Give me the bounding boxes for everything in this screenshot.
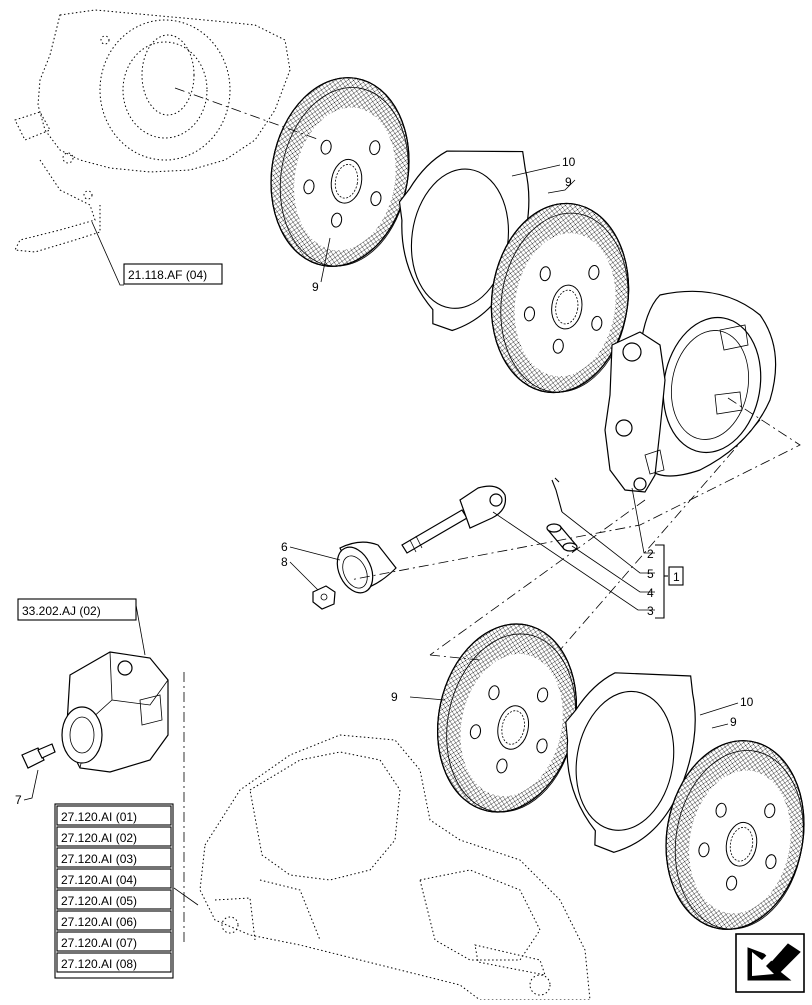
ref-box-top[interactable]: 21.118.AF (04) [123,263,223,285]
ref-item-8[interactable]: 27.120.AI (08) [56,952,172,973]
ref-list: 27.120.AI (01) 27.120.AI (02) 27.120.AI … [54,803,174,979]
svg-text:27.120.AI (04): 27.120.AI (04) [61,873,137,887]
svg-text:27.120.AI (03): 27.120.AI (03) [61,852,137,866]
friction-disc-9-top [257,67,426,278]
callout-9: 9 [312,280,319,294]
callout-1: 1 [673,570,680,584]
callout-5: 5 [647,567,654,581]
callout-10: 10 [562,155,576,169]
callout-2: 2 [647,547,654,561]
ref-item-6[interactable]: 27.120.AI (06) [56,910,172,931]
svg-text:27.120.AI (06): 27.120.AI (06) [61,915,137,929]
bolt-7 [21,743,56,769]
ref-item-3[interactable]: 27.120.AI (03) [56,847,172,868]
nut-8 [312,585,336,610]
callout-8: 8 [281,555,288,569]
svg-text:27.120.AI (01): 27.120.AI (01) [61,810,137,824]
brake-valve-block [61,651,169,773]
ref-item-7[interactable]: 27.120.AI (07) [56,931,172,952]
next-page-arrow-icon[interactable] [735,933,805,993]
svg-text:27.120.AI (05): 27.120.AI (05) [61,894,137,908]
rear-axle-housing-top [14,9,291,253]
ref-box-left[interactable]: 33.202.AJ (02) [17,598,137,621]
callout-6: 6 [281,540,288,554]
svg-text:27.120.AI (08): 27.120.AI (08) [61,957,137,971]
ref-left-label: 33.202.AJ (02) [22,604,101,618]
group-callout-box: 1 [668,566,684,586]
svg-text:27.120.AI (07): 27.120.AI (07) [61,936,137,950]
callout-4: 4 [647,586,654,600]
pin-4 [546,523,578,552]
split-pin-5 [551,477,563,513]
callout-7: 7 [15,793,22,807]
callout-3: 3 [647,604,654,618]
bushing-6 [336,541,397,594]
callout-9: 9 [565,175,572,189]
ref-item-4[interactable]: 27.120.AI (04) [56,868,172,889]
ref-top-label: 21.118.AF (04) [128,268,207,282]
ref-item-1[interactable]: 27.120.AI (01) [56,805,172,826]
svg-text:27.120.AI (02): 27.120.AI (02) [61,831,137,845]
brake-actuator-assembly [604,290,777,493]
callout-9: 9 [391,690,398,704]
callout-10: 10 [740,695,754,709]
ref-item-5[interactable]: 27.120.AI (05) [56,889,172,910]
callout-9: 9 [730,715,737,729]
actuator-shaft-3 [401,485,507,554]
ref-item-2[interactable]: 27.120.AI (02) [56,826,172,847]
transmission-housing-bottom [199,734,591,1001]
